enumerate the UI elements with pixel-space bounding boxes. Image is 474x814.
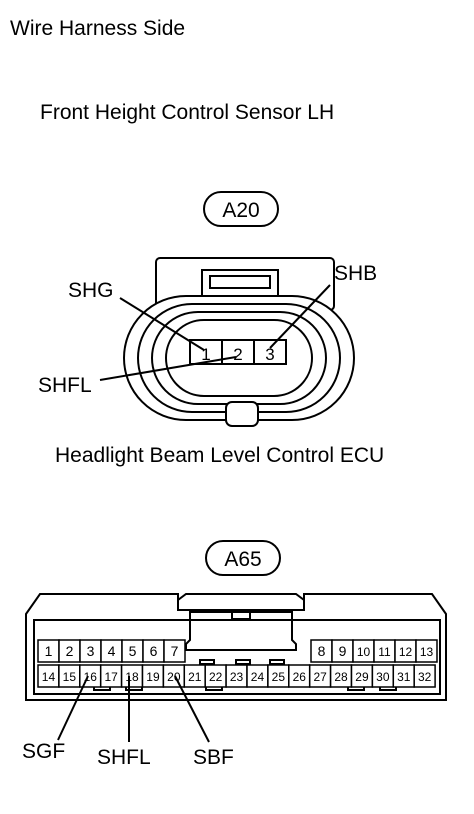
a65-pin-number: 26 [293,670,307,684]
shb-signal-label: SHB [334,262,377,285]
a20-connector [123,257,355,427]
a20-pin: 2 [233,345,242,364]
a65-pin-number: 9 [339,643,347,659]
a20-pin: 3 [265,345,274,364]
a65-pin-number: 10 [357,645,371,659]
a65-code-badge: A65 [205,540,281,576]
a65-code-label: A65 [224,548,261,571]
a20-code-label: A20 [222,199,259,222]
shg-leader-line [119,297,205,351]
a65-pin-number: 30 [376,670,390,684]
shfl-signal-label: SHFL [38,374,92,397]
a65-pin-number: 6 [150,643,158,659]
a65-pin-number: 19 [146,670,160,684]
a65-pin-number: 23 [230,670,244,684]
a65-pin-number: 31 [397,670,411,684]
a65-pin-number: 18 [125,670,139,684]
a65-pin-number: 15 [63,670,77,684]
shfl-leader-line [99,356,237,381]
a65-pin-number: 32 [418,670,432,684]
shg-signal-label: SHG [68,279,114,302]
a65-pin-number: 3 [87,643,95,659]
a65-pin-cavity [163,639,186,663]
a65-pin-number: 25 [272,670,286,684]
a65-pin-number: 7 [171,643,179,659]
a65-pin-number: 4 [108,643,116,659]
a65-pin-number: 8 [318,643,326,659]
a65-pin-number: 12 [399,645,413,659]
a65-pin-number: 5 [129,643,137,659]
a65-pin-number: 13 [420,645,434,659]
sgf-signal-label: SGF [22,740,65,763]
a65-pin-number: 29 [355,670,369,684]
a65-pin-cavity [415,639,438,663]
a65-pin-number: 11 [378,645,391,659]
a20-code-badge: A20 [203,191,279,227]
shb-leader-line [269,284,331,349]
a65-pin-number: 27 [313,670,327,684]
a20-connector-title: Front Height Control Sensor LH [40,101,335,124]
a65-pin-number: 14 [42,670,56,684]
a65-pin-cavity [413,664,436,688]
sgf-leader-line [57,675,89,741]
a65-connector-title: Headlight Beam Level Control ECU [55,444,385,467]
a65-pin-number: 2 [66,643,74,659]
a65-pin-number: 24 [251,670,265,684]
a65-pin-number: 22 [209,670,223,684]
a65-pin-number: 21 [188,670,202,684]
a20-pin: 1 [201,345,210,364]
sbf-signal-label: SBF [193,746,234,769]
a65-pin-number: 1 [45,643,53,659]
page-title: Wire Harness Side [10,17,186,40]
a65-pin-number: 28 [334,670,348,684]
shfl-signal-label: SHFL [97,746,151,769]
a20-pin-block [189,339,287,365]
a65-pin-number: 17 [104,670,118,684]
sbf-leader-line [174,675,210,743]
